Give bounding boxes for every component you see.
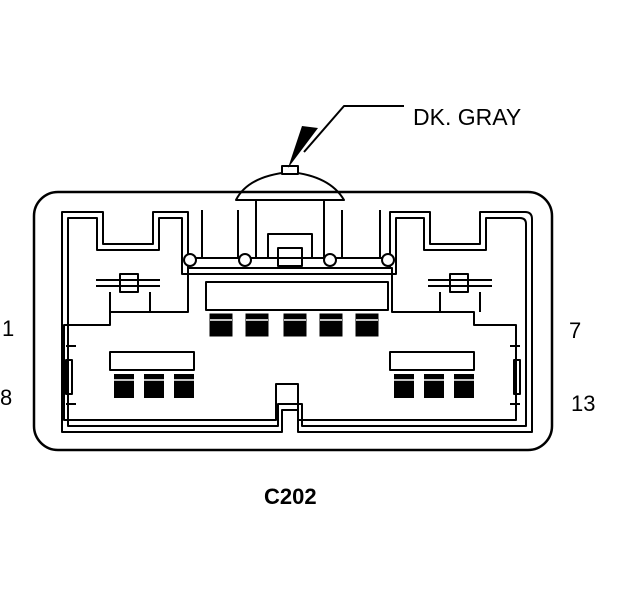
terminal-contact [394, 374, 414, 398]
lower-left-terminal-block [109, 351, 195, 371]
locking-latch [235, 171, 345, 201]
terminal-contact [144, 374, 164, 398]
leader-line [303, 105, 404, 153]
connector-housing-outer [32, 190, 554, 452]
leader-arrow-icon [288, 126, 318, 168]
terminal-contact [424, 374, 444, 398]
connector-id: C202 [264, 484, 317, 509]
terminal-contact [283, 313, 307, 337]
terminal-contact [114, 374, 134, 398]
connector-housing-inner-wall-2 [67, 217, 527, 427]
pin-label-1: 1 [2, 316, 15, 341]
terminal-contact [319, 313, 343, 337]
lower-right-terminal-block [389, 351, 475, 371]
housing-color-label: DK. GRAY [413, 104, 522, 130]
pin-label-8: 8 [0, 385, 13, 410]
terminal-contact [245, 313, 269, 337]
latch-tab [281, 165, 299, 175]
terminal-contact [174, 374, 194, 398]
pin-label-7: 7 [569, 318, 582, 343]
upper-terminal-block [205, 281, 389, 311]
terminal-contact [454, 374, 474, 398]
terminal-cavity [63, 267, 517, 421]
connector-housing-inner-wall [61, 211, 533, 433]
terminal-contact [355, 313, 379, 337]
pin-label-13: 13 [571, 391, 596, 416]
terminal-contact [209, 313, 233, 337]
